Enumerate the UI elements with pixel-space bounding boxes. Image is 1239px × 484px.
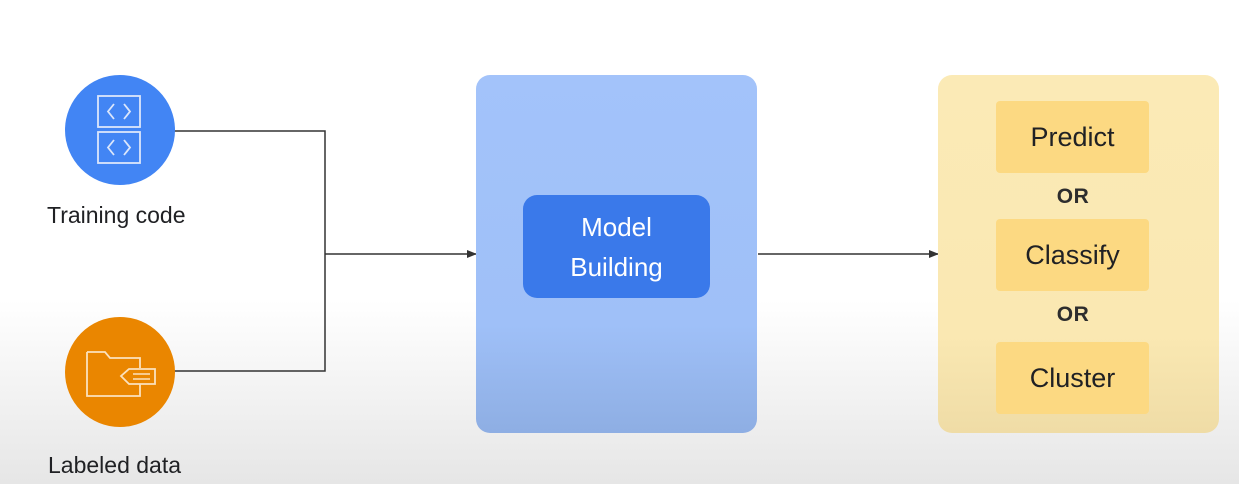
labeled-data-node [65, 317, 175, 427]
model-building-line1: Model [581, 211, 652, 242]
or-separator-2: OR [1056, 303, 1090, 326]
training-code-node [65, 75, 175, 185]
training-code-connector [174, 130, 326, 372]
or-separator-1: OR [1056, 185, 1090, 208]
output-cluster: Cluster [996, 342, 1149, 414]
code-icon [97, 95, 141, 164]
model-building-line2: Building [570, 251, 663, 282]
output-predict: Predict [996, 101, 1149, 173]
folder-data-icon [86, 351, 156, 397]
model-building-box: Model Building [523, 195, 710, 298]
output-classify: Classify [996, 219, 1149, 291]
labeled-data-label: Labeled data [48, 452, 182, 478]
training-code-label: Training code [47, 202, 186, 228]
